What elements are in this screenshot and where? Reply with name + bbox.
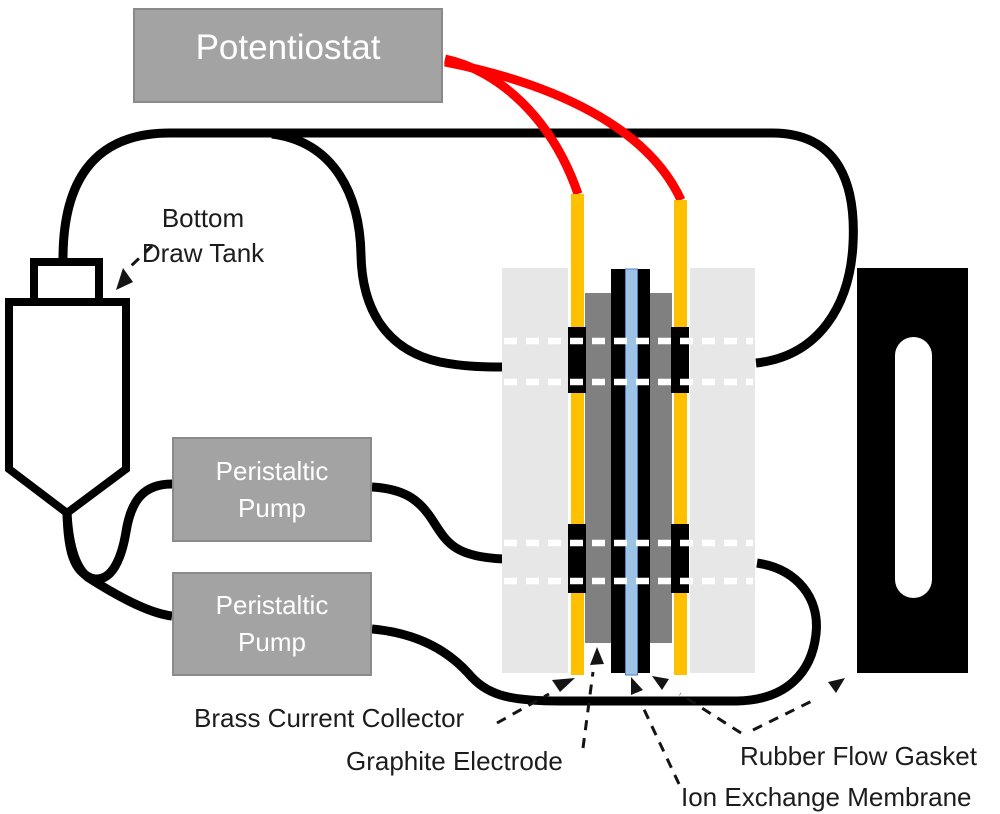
graphite-arrow-line bbox=[581, 671, 595, 749]
ion-arrowhead bbox=[631, 677, 643, 695]
brass-arrowhead bbox=[552, 678, 575, 692]
tube-pump1-to-lower-left-port bbox=[371, 482, 505, 564]
rubber-right-arrowhead bbox=[828, 678, 845, 693]
bottom-draw-tank bbox=[5, 258, 130, 519]
graphite-electrode-left bbox=[585, 293, 611, 643]
end-plate-right bbox=[690, 268, 755, 673]
rubber-gasket-bar-right bbox=[638, 269, 650, 673]
peristaltic-pump-1-box: Peristaltic Pump bbox=[172, 437, 372, 542]
pump2-label-line2: Pump bbox=[238, 627, 306, 657]
tank-neck bbox=[30, 258, 103, 306]
ion-exchange-membrane-bar bbox=[625, 268, 638, 676]
pump2-label-line1: Peristaltic bbox=[215, 590, 329, 620]
rubber-gasket-bar-left bbox=[611, 269, 625, 673]
tube-top-to-upper-left-port bbox=[271, 129, 505, 372]
gasket-slot bbox=[895, 337, 932, 598]
potentiostat-label: Potentiostat bbox=[195, 27, 381, 67]
tube-tank-top-to-right-port bbox=[58, 128, 858, 368]
flow-channel-lines bbox=[504, 337, 753, 585]
graphite-electrode-right bbox=[650, 293, 672, 643]
bottom-draw-tank-label: Bottom Draw Tank bbox=[128, 201, 278, 271]
wire-to-right-collector bbox=[444, 57, 686, 202]
tubing bbox=[58, 128, 858, 706]
tank-arrow-line bbox=[129, 244, 154, 268]
peristaltic-pump-2-box: Peristaltic Pump bbox=[172, 572, 372, 676]
rubber-flow-gasket-label: Rubber Flow Gasket bbox=[740, 741, 977, 771]
rubber-arrow-right-line bbox=[752, 697, 817, 732]
annotation-arrowheads bbox=[116, 268, 845, 695]
tank-arrowhead bbox=[116, 268, 133, 290]
flow-cell-stack bbox=[502, 194, 755, 676]
rubber-left-arrowhead bbox=[652, 676, 669, 690]
rubber-arrow-left-line bbox=[679, 692, 742, 735]
potentiostat-box: Potentiostat bbox=[133, 8, 443, 103]
rubber-flow-gasket-part bbox=[857, 268, 968, 673]
potentiostat-wires bbox=[444, 54, 686, 202]
brass-current-collector-right bbox=[674, 200, 687, 675]
brass-current-collector-label: Brass Current Collector bbox=[194, 703, 465, 733]
end-plate-left bbox=[502, 268, 568, 673]
brass-current-collector-left bbox=[571, 194, 584, 675]
graphite-electrode-label: Graphite Electrode bbox=[346, 746, 563, 776]
pump1-label-line2: Pump bbox=[238, 492, 306, 523]
tank-label-line1: Bottom bbox=[161, 203, 245, 233]
ion-exchange-membrane-label: Ion Exchange Membrane bbox=[681, 782, 972, 812]
pump1-label-line1: Peristaltic bbox=[215, 455, 329, 486]
ion-arrow-line bbox=[639, 702, 681, 785]
tube-tank-to-pump2 bbox=[62, 512, 173, 621]
tank-body bbox=[5, 298, 130, 519]
graphite-arrowhead bbox=[590, 647, 604, 665]
brass-arrow-line bbox=[496, 692, 550, 725]
tube-pump2-to-lower-right-port bbox=[371, 558, 821, 706]
annotation-arrows bbox=[129, 244, 817, 785]
tank-label-line2: Draw Tank bbox=[141, 238, 265, 268]
